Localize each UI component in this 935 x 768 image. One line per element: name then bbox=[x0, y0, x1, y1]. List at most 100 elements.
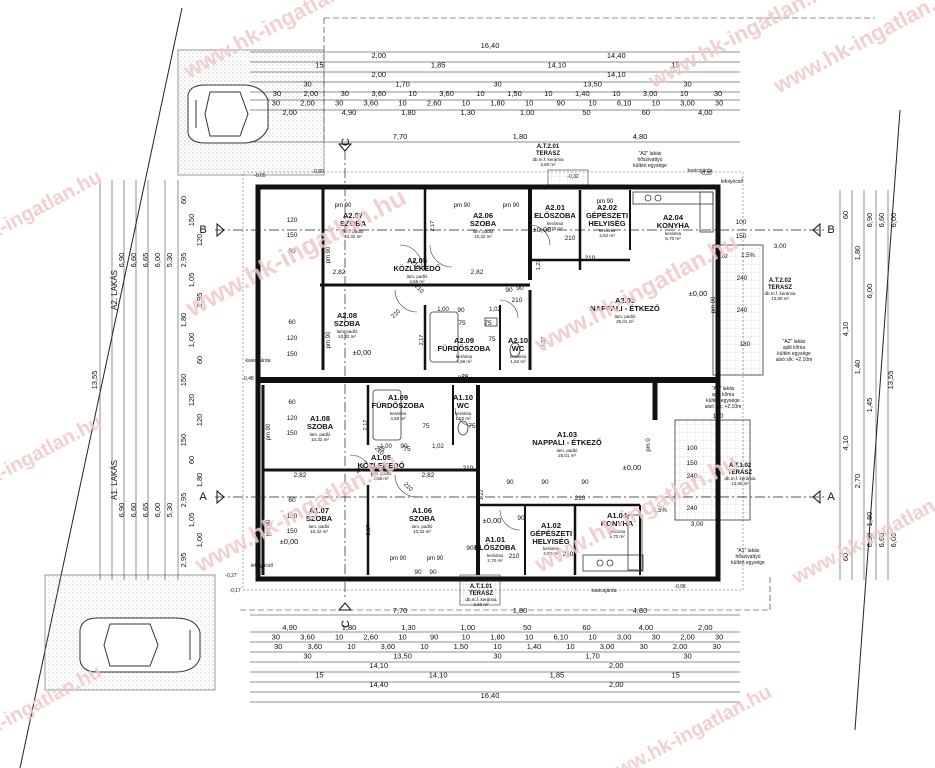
top-row-5-10: 10 bbox=[588, 99, 596, 108]
left-dim-7: 1,00 bbox=[187, 333, 196, 348]
note-ac-a1-0: "A1" lakás bbox=[712, 386, 735, 392]
room-code-a206: A2.06 bbox=[473, 211, 493, 220]
door-dim-1: 210 bbox=[391, 308, 403, 320]
top-row-3-3: 13,50 bbox=[583, 80, 602, 89]
pm-mark-1: pm 90 bbox=[454, 203, 471, 209]
right-lower-2: 6,00 bbox=[889, 533, 898, 548]
bottom-row-2-2: 10 bbox=[347, 642, 355, 651]
bottom-mid-0: 7,70 bbox=[393, 606, 408, 615]
room-area-a210: 1,62 m² bbox=[510, 359, 526, 364]
terrace-name-at201: TERASZ bbox=[536, 151, 560, 157]
window-282-3: 2,82 bbox=[422, 472, 435, 479]
right-dim-1: 1,80 bbox=[853, 246, 862, 261]
bottom-row-0-7: 2,00 bbox=[698, 623, 713, 632]
left-dim-8: 60 bbox=[195, 356, 204, 364]
watermark-3: www.hk-ingatlan.hu bbox=[0, 166, 105, 274]
terrace-code-at102: A.T.1.02 bbox=[729, 463, 752, 469]
top-row-6-4: 1,00 bbox=[520, 108, 535, 117]
right-upper-2: 6,00 bbox=[889, 213, 898, 228]
opening-75-5: 75 bbox=[468, 423, 476, 430]
bottom-row-5-3: 15 bbox=[671, 671, 679, 680]
note-ac-a1-3: alsó sík: +2,10m bbox=[705, 404, 742, 410]
right-lower-1: 6,60 bbox=[877, 533, 886, 548]
room-name-a108: SZOBA bbox=[307, 422, 334, 431]
bath-fixtures bbox=[372, 311, 521, 441]
window-282-1: 2,82 bbox=[471, 269, 484, 276]
bottom-row-3-4: 30 bbox=[683, 652, 691, 661]
room-area-a208: 10,32 m² bbox=[338, 334, 356, 339]
top-row-4-4: 10 bbox=[409, 89, 417, 98]
bottom-row-2-9: 3,00 bbox=[600, 642, 615, 651]
top-row-4-3: 3,60 bbox=[371, 89, 386, 98]
bottom-row-1-1: 3,60 bbox=[300, 633, 315, 642]
section-mark-b-right: B bbox=[827, 224, 834, 236]
top-row-5-6: 10 bbox=[462, 99, 470, 108]
opening-75-2: 75 bbox=[377, 446, 385, 453]
top-row-5-2: 30 bbox=[335, 99, 343, 108]
opening-90-7: 90 bbox=[581, 479, 589, 486]
level-note-0: -0,48 bbox=[242, 376, 254, 382]
terrace-floor-at101: db.m.f. kerámia bbox=[465, 597, 497, 602]
top-row-6-0: 2,00 bbox=[282, 108, 297, 117]
terrace-area-at102: 13,80 m² bbox=[731, 481, 749, 486]
terrace-180-0: 180 bbox=[740, 341, 751, 348]
section-arrows bbox=[216, 143, 821, 611]
room-area-a103: 25,01 m² bbox=[558, 453, 576, 458]
room-area-a108: 10,32 m² bbox=[311, 437, 329, 442]
top-row-5-7: 1,80 bbox=[490, 99, 505, 108]
room-floor-a102: kerámia bbox=[543, 546, 560, 551]
top-row-0-1: 14,40 bbox=[607, 51, 626, 60]
left-dim-3: 2,95 bbox=[179, 253, 188, 268]
right-dim-2: 6,00 bbox=[865, 284, 874, 299]
bottom-row-5-0: 15 bbox=[315, 671, 323, 680]
bottom-row-3-1: 13,50 bbox=[393, 652, 412, 661]
top-mid-2: 4,80 bbox=[633, 132, 648, 141]
left-dim-17: 1,00 bbox=[195, 533, 204, 548]
room-floor-a205: lam. padló bbox=[407, 274, 428, 279]
right-upper-1: 6,60 bbox=[877, 213, 886, 228]
terrace-dim-2: 100 bbox=[687, 445, 698, 452]
room-name2-a202: HELYISÉG bbox=[588, 219, 625, 228]
slope-1: 1,5% bbox=[653, 508, 667, 514]
bottom-row-2-1: 3,60 bbox=[308, 642, 323, 651]
left-lower-1: 6,60 bbox=[129, 503, 138, 518]
room-code-a209: A2.09 bbox=[454, 336, 474, 345]
section-mark-a-left: A bbox=[199, 491, 207, 503]
opening-210-2: 210 bbox=[463, 465, 474, 472]
wall-dim-150-1: 150 bbox=[287, 351, 298, 358]
wall-dim-150-2: 150 bbox=[287, 430, 298, 437]
opening-90-8: 90 bbox=[506, 479, 514, 486]
room-area-a105: 4,66 m² bbox=[373, 476, 389, 481]
room-floor-a210: kerámia bbox=[510, 354, 527, 359]
room-floor-a204: kerámia bbox=[665, 231, 682, 236]
top-mid-0: 7,70 bbox=[393, 132, 408, 141]
room-floor-a202: kerámia bbox=[599, 228, 616, 233]
opening-90-3: 90 bbox=[516, 285, 524, 292]
left-lower-3: 6,00 bbox=[153, 503, 162, 518]
opening-210-1: 210 bbox=[512, 297, 523, 304]
opening-75-6: 75 bbox=[488, 336, 496, 343]
dim-100-0: 1,00 bbox=[437, 307, 449, 313]
opening-90-2: 90 bbox=[400, 443, 408, 450]
watermark-5: www.hk-ingatlan.hu bbox=[530, 228, 743, 358]
top-row-4-5: 3,60 bbox=[439, 89, 454, 98]
right-dim-6: 4,10 bbox=[841, 436, 850, 451]
top-row-2-1: 14,10 bbox=[607, 70, 626, 79]
room-floor-a108: lam. padló bbox=[310, 432, 331, 437]
top-row-5-9: 90 bbox=[557, 99, 565, 108]
room-name-a204: KONYHA bbox=[657, 221, 690, 230]
terrace-floor-at201: db.m.f. kerámia bbox=[532, 157, 564, 162]
level-note-4: -0,32 bbox=[567, 174, 579, 180]
bottom-row-1-10: 10 bbox=[588, 633, 596, 642]
note-ac-a2-1: split klíma bbox=[783, 345, 805, 351]
side-label-a2: A2. LAKÁS bbox=[110, 270, 119, 310]
dim-197-0: 1,97 bbox=[541, 337, 547, 348]
room-name-a205: KÖZLEKEDŐ bbox=[393, 264, 440, 273]
room-area-a106: 10,32 m² bbox=[413, 529, 431, 534]
level-note-1: -0,65 bbox=[254, 173, 266, 179]
opening-210-5: 210 bbox=[509, 553, 520, 560]
top-row-5-11: 6,10 bbox=[617, 99, 632, 108]
bottom-row-1-2: 10 bbox=[335, 633, 343, 642]
terrace-240-2: 240 bbox=[687, 505, 698, 512]
wall-dim-150-3: 150 bbox=[287, 528, 298, 535]
